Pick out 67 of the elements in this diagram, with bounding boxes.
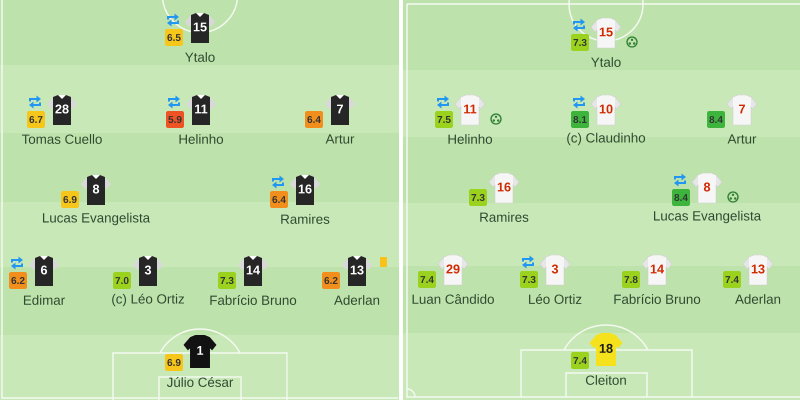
player-name: Helinho: [179, 134, 224, 144]
jersey: 13: [742, 254, 774, 286]
rating-badge: 7.4: [418, 271, 436, 288]
rating-badge: 7.3: [520, 271, 538, 288]
player-name: Cleiton: [586, 375, 626, 385]
rating-badge: 8.4: [707, 111, 725, 128]
jersey: 16: [290, 175, 320, 205]
rating-badge: 5.9: [166, 111, 184, 128]
player-name: Fabrício Bruno: [210, 295, 296, 305]
jersey: 28: [47, 95, 77, 125]
rating-badge: 7.0: [113, 272, 131, 289]
player-name: Aderlan: [735, 294, 780, 304]
jersey: 18: [590, 333, 622, 366]
jersey: 7: [726, 94, 758, 126]
jersey: 29: [438, 254, 468, 286]
player-name: Artur: [326, 134, 354, 144]
rating-badge: 6.2: [9, 272, 27, 289]
jersey: 15: [185, 13, 215, 43]
rating-badge: 7.4: [723, 271, 741, 288]
rating-badge: 8.1: [571, 111, 589, 128]
rating-badge: 7.5: [435, 111, 453, 128]
rating-badge: 7.3: [469, 189, 487, 206]
jersey: 6: [29, 256, 59, 286]
rating-badge: 6.9: [165, 354, 183, 371]
rating-badge: 7.4: [571, 352, 589, 369]
player-name: Ytalo: [591, 57, 621, 67]
player-name: (c) Claudinho: [567, 132, 646, 146]
player-name: Júlio César: [166, 377, 234, 387]
player-name: Helinho: [448, 134, 492, 144]
player-name: Tomas Cuello: [22, 134, 102, 144]
jersey: 3: [540, 254, 570, 286]
rating-badge: 6.5: [165, 29, 183, 46]
jersey: 14: [642, 254, 672, 286]
jersey: 11: [186, 95, 216, 125]
jersey: 10: [590, 94, 622, 126]
rating-badge: 6.2: [322, 272, 340, 289]
rating-badge: 8.4: [672, 189, 690, 206]
player-name: Lucas Evangelista: [42, 212, 150, 226]
player-name: Ramires: [480, 212, 528, 222]
rating-badge: 7.3: [571, 34, 589, 51]
player-name: Aderlan: [334, 295, 380, 305]
rating-badge: 6.4: [270, 191, 288, 208]
rating-badge: 7.3: [218, 272, 236, 289]
player-name: Fabrício Bruno: [614, 294, 700, 304]
jersey: 13: [342, 256, 372, 286]
jersey: 8: [81, 175, 111, 205]
player-name: (c) Léo Ortiz: [112, 294, 184, 306]
jersey: 15: [590, 18, 622, 48]
player-name: Léo Ortiz: [529, 294, 582, 304]
jersey: 1: [184, 335, 216, 368]
jersey: 14: [238, 256, 268, 286]
jersey: 16: [488, 172, 520, 204]
jersey: 8: [692, 172, 722, 204]
jersey: 7: [325, 95, 355, 125]
jersey: 11: [454, 94, 486, 126]
jersey: 3: [133, 256, 163, 286]
football-pitch: [403, 0, 800, 400]
player-name: Ytalo: [185, 52, 215, 62]
player-name: Edimar: [24, 295, 65, 305]
player-name: Artur: [728, 134, 756, 144]
rating-badge: 6.4: [305, 111, 323, 128]
player-name: Lucas Evangelista: [654, 210, 762, 224]
player-name: Ramires: [281, 214, 330, 224]
player-name: Luan Cândido: [412, 294, 494, 304]
rating-badge: 7.8: [622, 271, 640, 288]
rating-badge: 6.9: [61, 191, 79, 208]
rating-badge: 6.7: [27, 111, 45, 128]
